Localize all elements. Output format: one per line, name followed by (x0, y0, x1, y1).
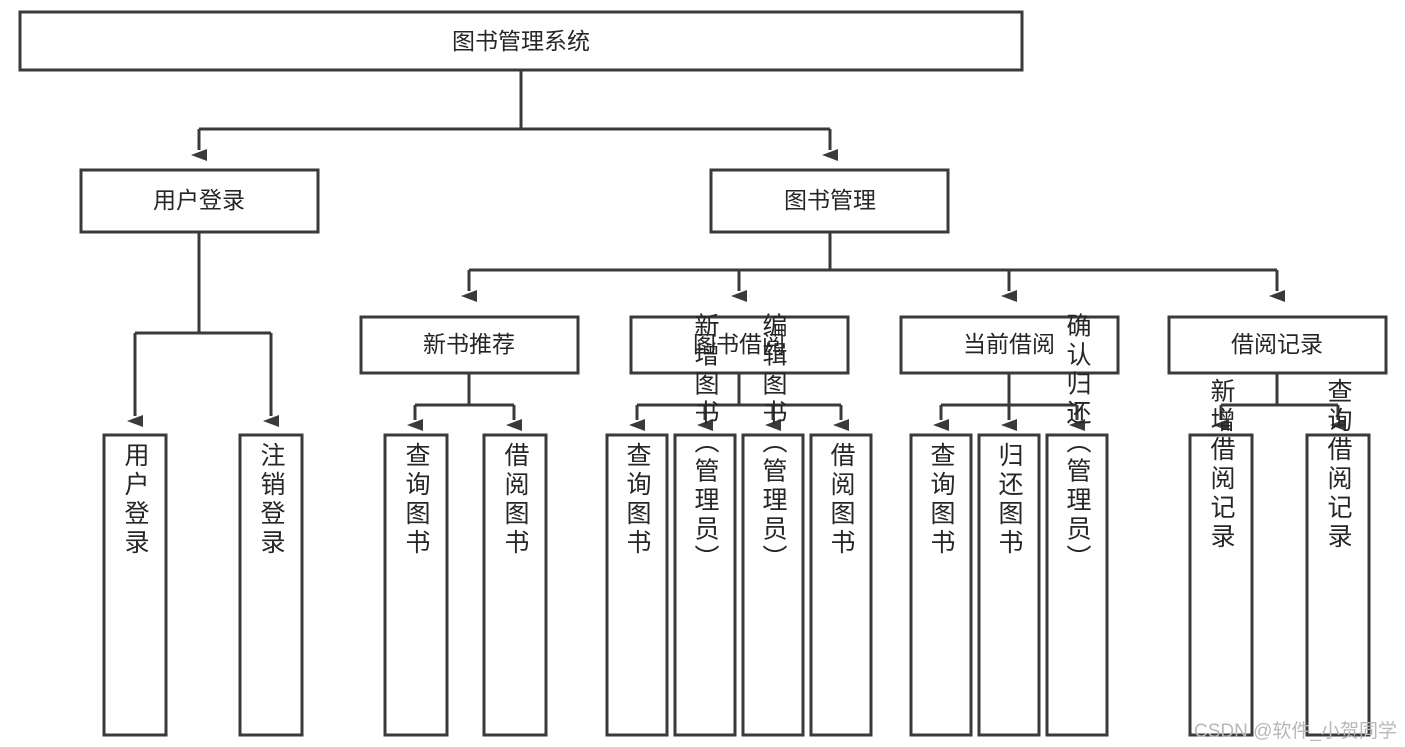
node-leaf-borrow-book-1-box[interactable] (482, 433, 548, 737)
node-leaf-edit-book-box[interactable] (741, 433, 805, 737)
node-leaf-add-record-box[interactable] (1188, 433, 1254, 737)
node-leaf-edit-book-label: 编辑图书（管理员） (759, 313, 788, 574)
node-leaf-return-book[interactable]: 归还图书 (977, 433, 1041, 737)
node-leaf-query-book-2-box[interactable] (605, 433, 669, 737)
node-leaf-query-book-3[interactable]: 查询图书 (909, 433, 973, 737)
node-user-login-label: 用户登录 (153, 187, 245, 213)
node-leaf-borrow-book-1[interactable]: 借阅图书 (482, 433, 548, 737)
node-new-book-recommend-box[interactable] (359, 315, 580, 375)
node-leaf-confirm-return[interactable]: 确认归还（管理员） (1045, 313, 1109, 737)
node-leaf-add-book-label: 新增图书（管理员） (691, 313, 720, 574)
node-root-label: 图书管理系统 (452, 28, 590, 54)
node-user-login[interactable]: 用户登录 (79, 168, 320, 234)
node-book-management[interactable]: 图书管理 (709, 168, 950, 234)
node-leaf-user-login-label: 用户登录 (121, 442, 150, 558)
node-book-management-label: 图书管理 (784, 187, 876, 213)
node-borrow-record-box[interactable] (1167, 315, 1388, 375)
node-book-borrow-box[interactable] (629, 315, 850, 375)
node-leaf-user-login-box[interactable] (102, 433, 168, 737)
node-leaf-borrow-book-2[interactable]: 借阅图书 (809, 433, 873, 737)
node-leaf-user-login[interactable]: 用户登录 (102, 433, 168, 737)
node-current-borrow-label: 当前借阅 (963, 331, 1055, 357)
node-leaf-query-book-3-box[interactable] (909, 433, 973, 737)
node-leaf-edit-book[interactable]: 编辑图书（管理员） (741, 313, 805, 737)
node-new-book-recommend-label: 新书推荐 (423, 331, 515, 357)
node-leaf-add-record-label: 新增借阅记录 (1207, 378, 1236, 552)
node-leaf-confirm-return-label: 确认归还（管理员） (1063, 313, 1092, 574)
node-root-box[interactable] (18, 10, 1024, 72)
node-new-book-recommend[interactable]: 新书推荐 (359, 315, 580, 375)
node-leaf-borrow-book-2-label: 借阅图书 (827, 442, 856, 558)
node-leaf-query-book-1-box[interactable] (383, 433, 449, 737)
node-leaf-query-book-2[interactable]: 查询图书 (605, 433, 669, 737)
node-book-borrow[interactable]: 图书借阅 (629, 315, 850, 375)
node-leaf-query-record[interactable]: 查询借阅记录 (1305, 378, 1371, 737)
node-leaf-query-book-1[interactable]: 查询图书 (383, 433, 449, 737)
node-leaf-add-book-box[interactable] (673, 433, 737, 737)
node-root[interactable]: 图书管理系统 (18, 10, 1024, 72)
node-leaf-return-book-box[interactable] (977, 433, 1041, 737)
node-leaf-add-book[interactable]: 新增图书（管理员） (673, 313, 737, 737)
node-leaf-query-book-1-label: 查询图书 (402, 442, 431, 558)
node-current-borrow[interactable]: 当前借阅 (899, 315, 1120, 375)
node-leaf-return-book-label: 归还图书 (995, 442, 1024, 558)
node-leaf-borrow-book-1-label: 借阅图书 (501, 442, 530, 558)
node-leaf-query-book-3-label: 查询图书 (927, 442, 956, 558)
node-leaf-logout-box[interactable] (238, 433, 304, 737)
node-leaf-confirm-return-box[interactable] (1045, 433, 1109, 737)
node-book-management-box[interactable] (709, 168, 950, 234)
node-leaf-logout-label: 注销登录 (257, 442, 286, 558)
node-leaf-query-book-2-label: 查询图书 (623, 442, 652, 558)
node-leaf-query-record-box[interactable] (1305, 433, 1371, 737)
node-current-borrow-box[interactable] (899, 315, 1120, 375)
csdn-watermark: CSDN @软件_小贺同学 (1194, 721, 1397, 742)
node-leaf-logout[interactable]: 注销登录 (238, 433, 304, 737)
connector-layer (127, 70, 1346, 431)
node-user-login-box[interactable] (79, 168, 320, 234)
node-leaf-query-record-label: 查询借阅记录 (1324, 378, 1353, 552)
node-leaf-borrow-book-2-box[interactable] (809, 433, 873, 737)
node-borrow-record-label: 借阅记录 (1231, 331, 1323, 357)
node-borrow-record[interactable]: 借阅记录 (1167, 315, 1388, 375)
node-book-borrow-label: 图书借阅 (693, 331, 785, 357)
node-leaf-add-record[interactable]: 新增借阅记录 (1188, 378, 1254, 737)
